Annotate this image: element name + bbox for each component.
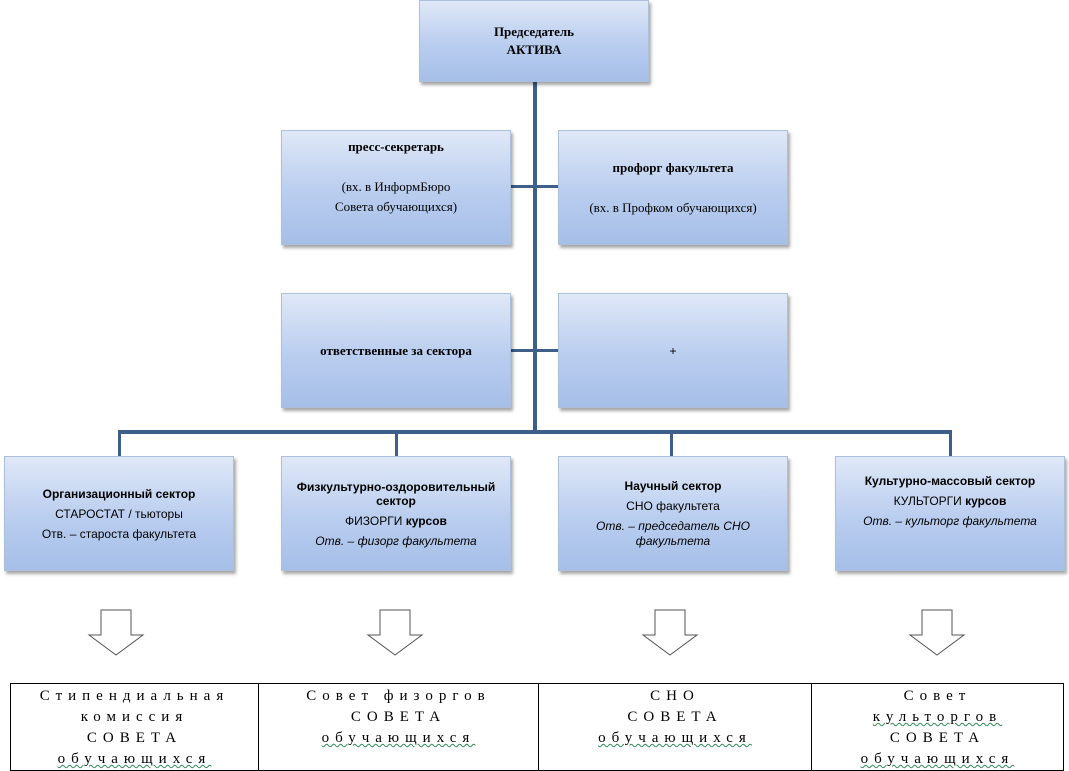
chairman-subtitle: АКТИВА: [506, 42, 562, 57]
sector-box-organizational: Организационный сектор СТАРОСТАТ / тьюто…: [4, 456, 234, 571]
drop-line-3: [670, 430, 673, 456]
press-secretary-line1: (вх. в ИнформБюро: [341, 179, 451, 194]
plus-connector: [535, 349, 558, 352]
sector-title: Культурно-массовый сектор: [864, 474, 1036, 488]
sector-members: КУЛЬТОРГИ курсов: [893, 494, 1007, 508]
press-secretary-title: пресс-секретарь: [348, 139, 444, 154]
sector-box-sports: Физкультурно-оздоровительный сектор ФИЗО…: [281, 456, 511, 571]
trunk-line: [533, 82, 537, 432]
drop-line-2: [395, 430, 398, 456]
proforg-note: (вх. в Профком обучающихся): [589, 199, 757, 215]
press-secretary-line2: Совета обучающихся): [334, 199, 458, 214]
sector-leads-box: ответственные за сектора: [281, 293, 511, 408]
sector-members: ФИЗОРГИ курсов: [345, 513, 447, 528]
proforg-connector: [535, 185, 558, 188]
down-arrow-icon: [366, 609, 424, 656]
sector-title: Физкультурно-оздоровительный сектор: [296, 479, 496, 508]
sector-members: СНО факультета: [626, 498, 720, 513]
leads-connector: [505, 349, 535, 352]
sector-box-culture: Культурно-массовый сектор КУЛЬТОРГИ курс…: [835, 456, 1065, 571]
sector-responsible: Отв. – председатель СНО факультета: [596, 518, 750, 548]
sector-responsible: Отв. – физорг факультета: [315, 533, 477, 548]
drop-line-1: [118, 430, 121, 456]
proforg-title: профорг факультета: [612, 159, 734, 175]
chairman-box: Председатель АКТИВА: [419, 0, 649, 82]
plus-box: +: [558, 293, 788, 408]
plus-text: +: [669, 343, 677, 358]
sector-title: Научный сектор: [624, 478, 722, 493]
sector-responsible: Отв. – староста факультета: [41, 526, 197, 541]
proforg-box: профорг факультета (вх. в Профком обучаю…: [558, 130, 788, 245]
council-cell-culture: Совет культоргов СОВЕТА обучающихся: [811, 683, 1064, 771]
council-cell-physorgs: Совет физоргов СОВЕТА обучающихся: [258, 683, 539, 771]
council-cell-scholarship: Стипендиальная комиссия СОВЕТА обучающих…: [10, 683, 259, 771]
chairman-title: Председатель: [493, 24, 575, 39]
down-arrow-icon: [87, 609, 145, 656]
sector-box-science: Научный сектор СНО факультета Отв. – пре…: [558, 456, 788, 571]
press-secretary-box: пресс-секретарь (вх. в ИнформБюро Совета…: [281, 130, 511, 245]
sector-responsible: Отв. – культорг факультета: [863, 514, 1037, 528]
down-arrow-icon: [641, 609, 699, 656]
sector-leads-title: ответственные за сектора: [320, 342, 472, 358]
sector-members: СТАРОСТАТ / тьюторы: [55, 506, 183, 521]
sectors-bus-line: [118, 430, 952, 434]
press-connector: [511, 185, 535, 188]
down-arrow-icon: [908, 609, 966, 656]
councils-table: Стипендиальная комиссия СОВЕТА обучающих…: [10, 683, 1064, 771]
sector-title: Организационный сектор: [42, 486, 196, 501]
drop-line-4: [949, 430, 952, 456]
council-cell-sno: СНО СОВЕТА обучающихся: [538, 683, 812, 771]
